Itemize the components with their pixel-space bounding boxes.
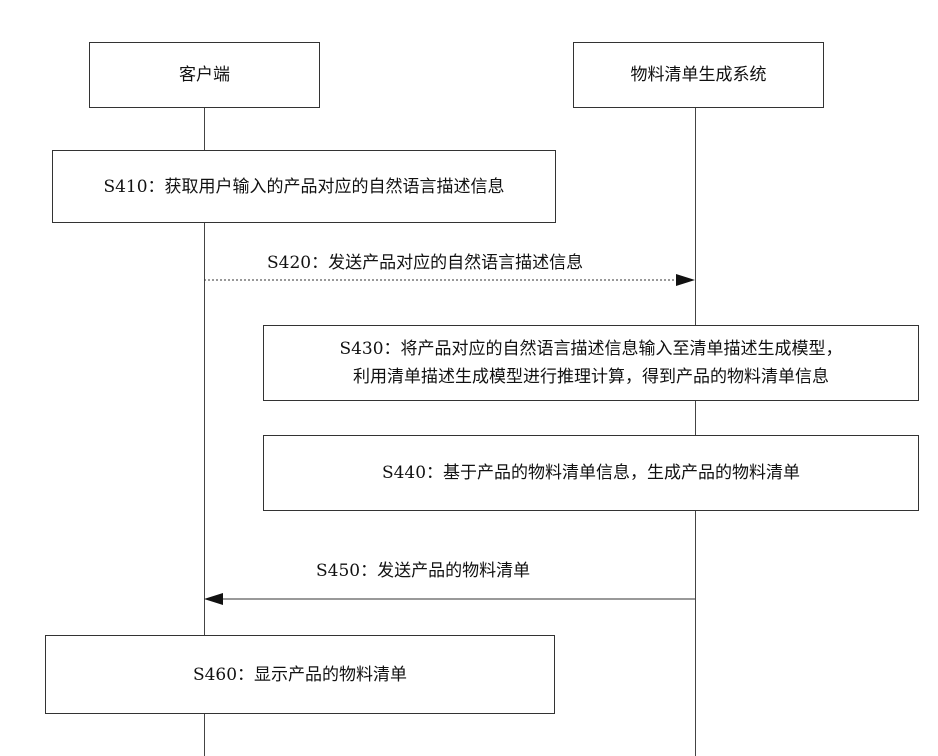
arrow-s450 <box>204 593 695 605</box>
arrow-s420 <box>204 274 695 286</box>
